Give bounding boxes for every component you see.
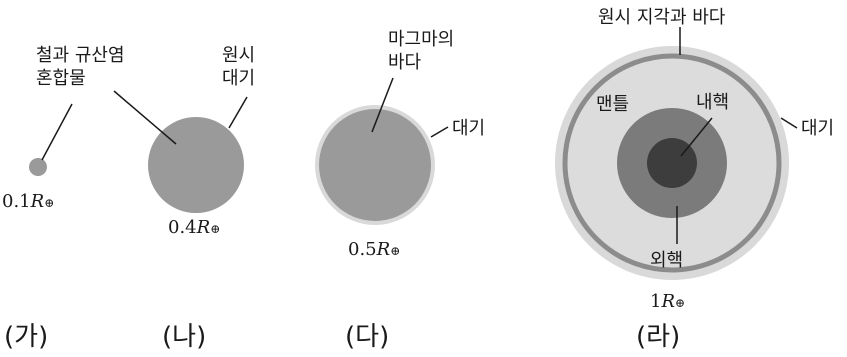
leader-atmosphere-da [430, 126, 449, 138]
inner-core [647, 138, 697, 188]
label-mixture-line1: 철과 규산염 [36, 45, 125, 66]
label-inner-core: 내핵 [696, 92, 729, 113]
stage-ra: 원시 지각과 바다 대기 맨틀 내핵 외핵 1R⊕ (라) [555, 7, 834, 352]
label-magma-line2: 바다 [388, 52, 422, 73]
label-atmosphere-da: 대기 [452, 118, 485, 139]
stage-label-na: (나) [162, 322, 206, 352]
stage-na: 원시 대기 0.4R⊕ (나) [113, 45, 255, 352]
magma-ocean-body [319, 109, 431, 221]
stage-label-ra: (라) [636, 322, 680, 352]
label-atmosphere-na-line1: 원시 [222, 45, 255, 66]
stage-label-ga: (가) [4, 322, 48, 352]
planetesimal-small [29, 158, 47, 176]
radius-label-ra: 1R⊕ [650, 291, 685, 312]
label-mixture-line2: 혼합물 [36, 68, 86, 89]
label-mantle: 맨틀 [596, 94, 629, 115]
label-atmosphere-ra: 대기 [801, 118, 834, 139]
radius-label-da: 0.5R⊕ [348, 239, 400, 260]
label-crust-ocean: 원시 지각과 바다 [598, 7, 726, 28]
stage-label-da: (다) [345, 322, 389, 352]
label-atmosphere-na-line2: 대기 [222, 68, 255, 89]
leader-mixture [41, 103, 73, 161]
leader-inner-core [680, 117, 713, 157]
radius-label-ga: 0.1R⊕ [2, 191, 54, 212]
leader-atmosphere-ra [780, 117, 798, 129]
label-magma-line1: 마그마의 [388, 29, 454, 50]
stage-da: 마그마의 바다 대기 0.5R⊕ (다) [315, 29, 485, 352]
stage-ga: 철과 규산염 혼합물 0.1R⊕ (가) [2, 45, 125, 352]
radius-label-na: 0.4R⊕ [168, 217, 220, 238]
label-outer-core: 외핵 [650, 250, 683, 271]
leader-magma-ocean [371, 77, 394, 133]
leader-mixture-to-planet [113, 90, 177, 145]
leader-atmosphere-na [228, 96, 248, 129]
